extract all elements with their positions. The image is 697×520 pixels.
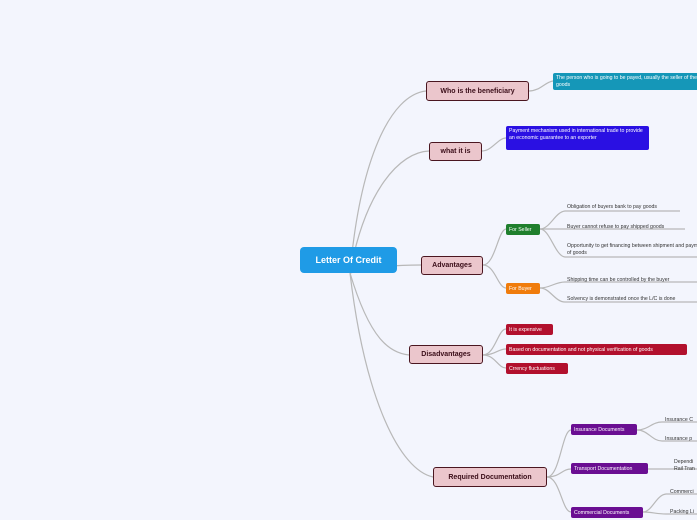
commercial-document-item[interactable]: Packing Li	[670, 509, 694, 515]
buyer-advantage-item[interactable]: Solvency is demonstrated once the L/C is…	[567, 296, 676, 302]
transport-document-item[interactable]: Rail Tran	[674, 466, 695, 472]
advantages-for-seller[interactable]: For Seller	[506, 224, 540, 235]
insurance-document-item[interactable]: Insurance C	[665, 417, 693, 423]
beneficiary-answer[interactable]: The person who is going to be payed, usu…	[553, 73, 697, 90]
insurance-document-item[interactable]: Insurance p	[665, 436, 693, 442]
what-it-is-answer[interactable]: Payment mechanism used in international …	[506, 126, 649, 150]
root-topic[interactable]: Letter Of Credit	[300, 247, 397, 273]
advantages-for-buyer[interactable]: For Buyer	[506, 283, 540, 294]
insurance-documents[interactable]: Insurance Documents	[571, 424, 637, 435]
seller-advantage-item[interactable]: Buyer cannot refuse to pay shipped goods	[567, 224, 665, 230]
topic-what-it-is[interactable]: what it is	[429, 142, 482, 161]
commercial-document-item[interactable]: Commerci	[670, 489, 694, 495]
seller-advantage-item[interactable]: Opportunity to get financing between shi…	[567, 243, 697, 256]
disadvantage-item[interactable]: Based on documentation and not physical …	[506, 344, 687, 355]
disadvantage-item[interactable]: It is expensive	[506, 324, 553, 335]
disadvantage-item[interactable]: Crrency fluctuations	[506, 363, 568, 374]
topic-advantages[interactable]: Advantages	[421, 256, 483, 275]
commercial-documents[interactable]: Commercial Documents	[571, 507, 643, 518]
topic-beneficiary[interactable]: Who is the beneficiary	[426, 81, 529, 101]
topic-required-documentation[interactable]: Required Documentation	[433, 467, 547, 487]
topic-disadvantages[interactable]: Disadvantages	[409, 345, 483, 364]
seller-advantage-item[interactable]: Obligation of buyers bank to pay goods	[567, 204, 657, 210]
transport-document-item[interactable]: Dependi	[674, 459, 694, 465]
transport-documentation[interactable]: Transport Documentation	[571, 463, 648, 474]
buyer-advantage-item[interactable]: Shipping time can be controlled by the b…	[567, 277, 670, 283]
